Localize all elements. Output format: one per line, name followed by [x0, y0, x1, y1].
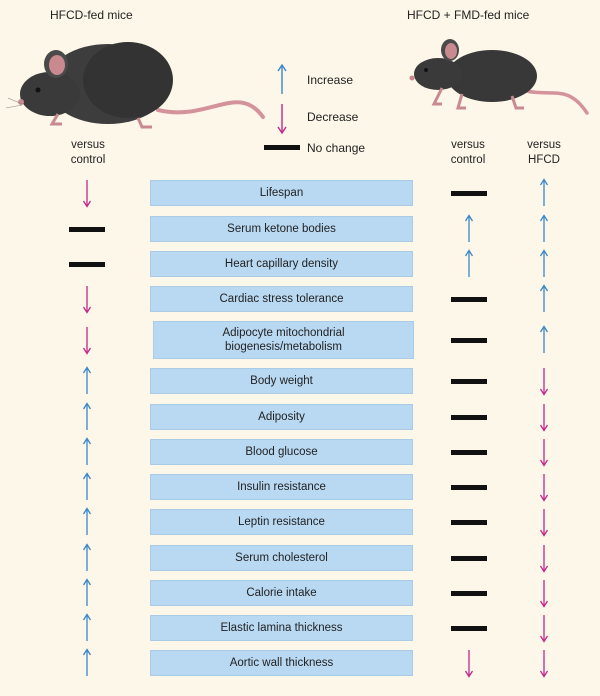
- col3-line1: versus: [527, 139, 561, 151]
- outcome-label-box: Serum cholesterol: [150, 545, 413, 571]
- row-6-hfcd-vs-control-increase-arrow-icon: [82, 366, 92, 394]
- row-7-fmd-vs-hfcd-decrease-arrow-icon: [539, 404, 549, 432]
- row-1-fmd-vs-hfcd-increase-arrow-icon: [539, 178, 549, 206]
- row-5-fmd-vs-control-no-change-bar: [451, 338, 487, 343]
- legend-no-change-label: No change: [307, 141, 366, 155]
- legend-decrease-label: Decrease: [307, 110, 359, 124]
- outcome-label: Body weight: [250, 375, 313, 387]
- col1-line2: control: [70, 154, 106, 166]
- legend-increase-label: Increase: [307, 73, 354, 87]
- hfcd-fmd-mice-title: HFCD + FMD-fed mice: [407, 8, 530, 22]
- outcome-label: Blood glucose: [245, 446, 318, 458]
- outcome-label-box: Lifespan: [150, 180, 413, 206]
- decrease-arrow-icon: [277, 104, 287, 135]
- col2-line1: versus: [451, 139, 485, 151]
- row-1-fmd-vs-control-no-change-bar: [451, 191, 487, 196]
- row-14-hfcd-vs-control-increase-arrow-icon: [82, 648, 92, 676]
- row-8-fmd-vs-control-no-change-bar: [451, 450, 487, 455]
- row-6-fmd-vs-control-no-change-bar: [451, 379, 487, 384]
- row-3-fmd-vs-hfcd-increase-arrow-icon: [539, 249, 549, 277]
- outcome-label: Insulin resistance: [237, 481, 326, 493]
- row-12-fmd-vs-control-no-change-bar: [451, 591, 487, 596]
- row-12-fmd-vs-hfcd-decrease-arrow-icon: [539, 580, 549, 608]
- outcome-label-box: Body weight: [150, 368, 413, 394]
- outcome-label: Aortic wall thickness: [229, 657, 334, 669]
- row-4-hfcd-vs-control-decrease-arrow-icon: [82, 286, 92, 314]
- outcome-label: Lifespan: [259, 187, 304, 199]
- col3-line2: HFCD: [528, 154, 560, 166]
- row-11-fmd-vs-hfcd-decrease-arrow-icon: [539, 545, 549, 573]
- row-5-fmd-vs-hfcd-increase-arrow-icon: [539, 325, 549, 353]
- row-4-fmd-vs-control-no-change-bar: [451, 297, 487, 302]
- outcome-label-box: Adipocyte mitochondrial biogenesis/metab…: [153, 321, 414, 359]
- row-12-hfcd-vs-control-increase-arrow-icon: [82, 578, 92, 606]
- row-3-hfcd-vs-control-no-change-bar: [69, 262, 105, 267]
- no-change-bar-icon: [264, 145, 300, 150]
- outcome-label: Serum cholesterol: [235, 552, 328, 564]
- col1-line1: versus: [71, 139, 105, 151]
- outcome-label-box: Cardiac stress tolerance: [150, 286, 413, 312]
- row-7-hfcd-vs-control-increase-arrow-icon: [82, 402, 92, 430]
- row-5-hfcd-vs-control-decrease-arrow-icon: [82, 327, 92, 355]
- outcome-label-box: Insulin resistance: [150, 474, 413, 500]
- row-4-fmd-vs-hfcd-increase-arrow-icon: [539, 284, 549, 312]
- outcome-label: Heart capillary density: [224, 258, 339, 270]
- row-13-hfcd-vs-control-increase-arrow-icon: [82, 613, 92, 641]
- row-2-hfcd-vs-control-no-change-bar: [69, 227, 105, 232]
- row-11-fmd-vs-control-no-change-bar: [451, 556, 487, 561]
- row-9-hfcd-vs-control-increase-arrow-icon: [82, 472, 92, 500]
- row-10-hfcd-vs-control-increase-arrow-icon: [82, 507, 92, 535]
- row-8-hfcd-vs-control-increase-arrow-icon: [82, 437, 92, 465]
- outcome-label-box: Aortic wall thickness: [150, 650, 413, 676]
- outcome-label-box: Heart capillary density: [150, 251, 413, 277]
- col-fmd-vs-hfcd-header: versus HFCD: [514, 138, 574, 168]
- row-2-fmd-vs-hfcd-increase-arrow-icon: [539, 214, 549, 242]
- col-fmd-vs-control-header: versus control: [438, 138, 498, 168]
- hfcd-mouse-illustration: [5, 42, 265, 129]
- outcome-label: Calorie intake: [246, 587, 317, 599]
- hfcd-fmd-mouse-illustration: [409, 39, 589, 115]
- row-10-fmd-vs-hfcd-decrease-arrow-icon: [539, 509, 549, 537]
- increase-arrow-icon: [277, 63, 287, 94]
- outcome-label-box: Calorie intake: [150, 580, 413, 606]
- row-8-fmd-vs-hfcd-decrease-arrow-icon: [539, 439, 549, 467]
- row-10-fmd-vs-control-no-change-bar: [451, 520, 487, 525]
- row-3-fmd-vs-control-increase-arrow-icon: [464, 249, 474, 277]
- outcome-label-box: Adiposity: [150, 404, 413, 430]
- outcome-label-box: Serum ketone bodies: [150, 216, 413, 242]
- outcome-label: Elastic lamina thickness: [220, 622, 343, 634]
- outcome-label: Leptin resistance: [238, 516, 325, 528]
- row-9-fmd-vs-control-no-change-bar: [451, 485, 487, 490]
- row-1-hfcd-vs-control-decrease-arrow-icon: [82, 180, 92, 208]
- outcome-label: Adipocyte mitochondrial biogenesis/metab…: [222, 327, 345, 353]
- row-9-fmd-vs-hfcd-decrease-arrow-icon: [539, 474, 549, 502]
- row-7-fmd-vs-control-no-change-bar: [451, 415, 487, 420]
- row-13-fmd-vs-hfcd-decrease-arrow-icon: [539, 615, 549, 643]
- row-6-fmd-vs-hfcd-decrease-arrow-icon: [539, 368, 549, 396]
- outcome-label: Adiposity: [258, 411, 305, 423]
- col-hfcd-vs-control-header: versus control: [58, 138, 118, 168]
- col2-line2: control: [450, 154, 486, 166]
- row-2-fmd-vs-control-increase-arrow-icon: [464, 214, 474, 242]
- row-14-fmd-vs-hfcd-decrease-arrow-icon: [539, 650, 549, 678]
- outcome-label: Cardiac stress tolerance: [219, 293, 344, 305]
- outcome-label-box: Leptin resistance: [150, 509, 413, 535]
- row-11-hfcd-vs-control-increase-arrow-icon: [82, 543, 92, 571]
- row-14-fmd-vs-control-decrease-arrow-icon: [464, 650, 474, 678]
- row-13-fmd-vs-control-no-change-bar: [451, 626, 487, 631]
- outcome-label-box: Elastic lamina thickness: [150, 615, 413, 641]
- hfcd-mice-title: HFCD-fed mice: [50, 8, 133, 22]
- outcome-label: Serum ketone bodies: [227, 223, 336, 235]
- outcome-label-box: Blood glucose: [150, 439, 413, 465]
